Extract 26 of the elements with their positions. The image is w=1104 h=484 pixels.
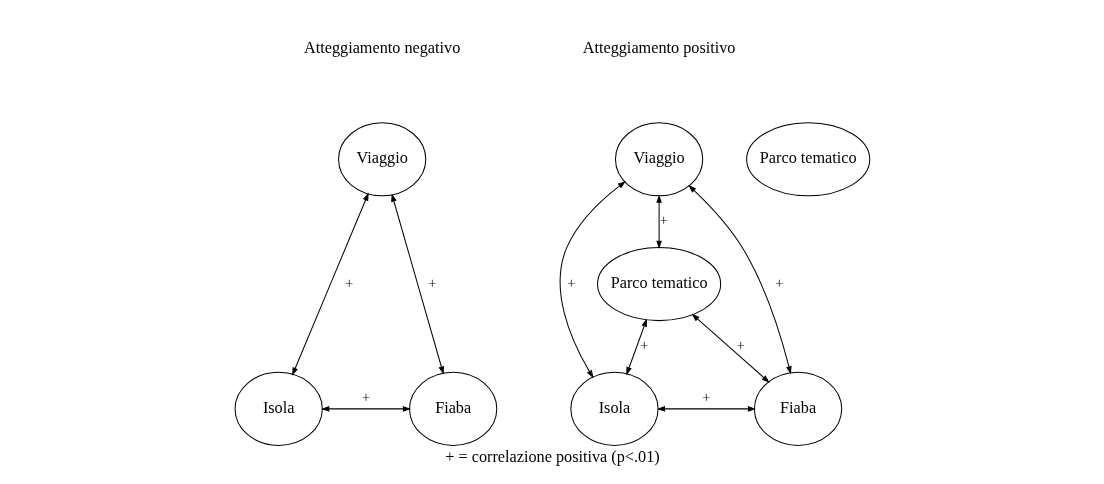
- caption: + = correlazione positiva (p<.01): [444, 448, 660, 467]
- node-ellipse: Parco tematico: [745, 122, 870, 197]
- arrow: [656, 406, 756, 412]
- edge-label: +: [344, 274, 353, 291]
- label: Atteggiamento negativo: [303, 38, 460, 57]
- edge-label: +: [659, 212, 668, 229]
- arrow: [291, 192, 369, 376]
- arrow: [390, 193, 444, 375]
- label: Atteggiamento positivo: [582, 38, 735, 57]
- edge-label: +: [701, 388, 710, 405]
- arrow: [691, 313, 770, 383]
- arrow: [687, 185, 792, 375]
- edge-label: +: [566, 274, 575, 291]
- arrow: [655, 194, 662, 249]
- node-ellipse: Fiaba: [753, 371, 842, 446]
- node-ellipse: Fiaba: [408, 371, 497, 446]
- node-ellipse: Viaggio: [337, 122, 426, 197]
- edge-label: +: [774, 274, 783, 291]
- arrow: [320, 406, 411, 412]
- arrow: [559, 181, 626, 379]
- node-ellipse: Isola: [234, 371, 323, 446]
- edge-label: +: [639, 337, 648, 354]
- edge-label: +: [736, 337, 745, 354]
- edge-label: +: [427, 274, 436, 291]
- arrow: [625, 318, 647, 376]
- edge-label: +: [361, 388, 370, 405]
